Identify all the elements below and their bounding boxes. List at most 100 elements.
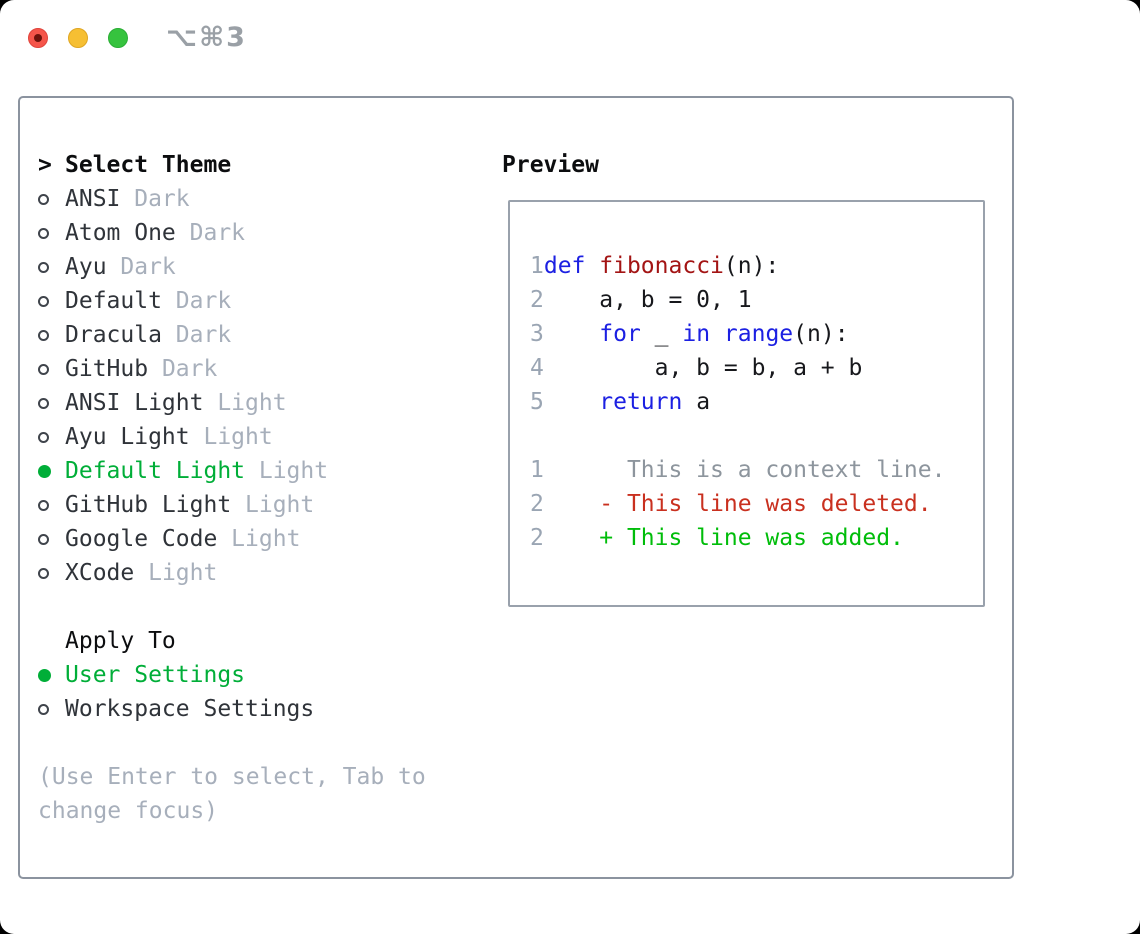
apply-to-option[interactable]: User Settings	[38, 658, 498, 692]
radio-circle	[38, 363, 49, 375]
keyboard-hint: (Use Enter to select, Tab to change focu…	[38, 764, 426, 824]
theme-list-item[interactable]: GitHub Dark	[38, 352, 498, 386]
line-number: 1	[530, 253, 544, 279]
theme-list-item[interactable]: Google Code Light	[38, 522, 498, 556]
traffic-lights	[28, 28, 128, 48]
blank-line	[530, 419, 983, 453]
theme-name: Atom One	[65, 220, 176, 246]
theme-list-item[interactable]: XCode Light	[38, 556, 498, 590]
radio-icon	[38, 703, 65, 715]
radio-icon	[38, 567, 65, 579]
apply-to-header-row: Apply To	[38, 624, 498, 658]
theme-name: Default	[65, 288, 162, 314]
theme-name: Default Light	[65, 458, 246, 484]
radio-circle	[38, 193, 49, 205]
diff-line: 2 + This line was added.	[530, 521, 983, 555]
line-number: 3	[530, 321, 544, 347]
theme-variant-tag: Light	[245, 458, 329, 484]
theme-list-item[interactable]: ANSI Dark	[38, 182, 498, 216]
code-token: for	[599, 321, 641, 347]
theme-list-item[interactable]: Default Light Light	[38, 454, 498, 488]
code-token: in	[682, 321, 711, 347]
titlebar: ⌥⌘3	[0, 0, 1140, 76]
code-token: return	[599, 389, 683, 415]
close-button[interactable]	[28, 28, 48, 48]
theme-name: Google Code	[65, 526, 218, 552]
zoom-button[interactable]	[108, 28, 128, 48]
select-theme-title: Select Theme	[65, 152, 232, 178]
theme-list-item[interactable]: Ayu Light Light	[38, 420, 498, 454]
theme-list-item[interactable]: GitHub Light Light	[38, 488, 498, 522]
theme-variant-tag: Light	[134, 560, 218, 586]
cursor-indicator: >	[38, 152, 52, 178]
diff-text: This is a context line.	[543, 457, 946, 483]
code-line: 1 def fibonacci(n):	[530, 249, 983, 283]
line-number: 2	[530, 491, 544, 517]
theme-list-item[interactable]: Default Dark	[38, 284, 498, 318]
theme-variant-tag: Dark	[106, 254, 176, 280]
radio-icon	[38, 533, 65, 545]
code-token	[544, 321, 599, 347]
radio-icon	[38, 295, 65, 307]
radio-circle	[38, 668, 51, 682]
radio-circle	[38, 397, 49, 409]
line-number: 5	[530, 389, 544, 415]
code-line: 4 a, b = b, a + b	[530, 351, 983, 385]
theme-list-item[interactable]: Dracula Dark	[38, 318, 498, 352]
theme-name: Ayu	[65, 254, 107, 280]
radio-circle	[38, 329, 49, 341]
spacer-row	[38, 726, 498, 760]
code-token: _	[640, 321, 683, 347]
minimize-button[interactable]	[68, 28, 88, 48]
radio-circle	[38, 295, 49, 307]
code-token: def	[543, 253, 586, 279]
radio-circle	[38, 567, 49, 579]
theme-name: GitHub Light	[65, 492, 232, 518]
diff-text: - This line was deleted.	[543, 491, 932, 517]
theme-variant-tag: Dark	[175, 220, 246, 246]
theme-variant-tag: Light	[217, 526, 301, 552]
theme-variant-tag: Dark	[148, 356, 218, 382]
preview-title: Preview	[502, 152, 599, 178]
code-token	[585, 253, 599, 279]
apply-to-title: Apply To	[65, 628, 176, 654]
radio-selected-icon	[38, 464, 65, 478]
radio-icon	[38, 227, 65, 239]
code-line: 3 for _ in range(n):	[530, 317, 983, 351]
line-number: 2	[530, 287, 544, 313]
code-token: a, b = 0, 1	[543, 287, 752, 313]
theme-name: Ayu Light	[65, 424, 190, 450]
select-theme-header-row: > Select Theme	[38, 148, 498, 182]
theme-list-item[interactable]: ANSI Light Light	[38, 386, 498, 420]
line-number: 2	[530, 525, 544, 551]
line-number: 1	[530, 457, 544, 483]
theme-name: Dracula	[65, 322, 162, 348]
theme-list-item[interactable]: Ayu Dark	[38, 250, 498, 284]
code-token: a, b = b, a + b	[543, 355, 863, 381]
radio-circle	[38, 431, 49, 443]
theme-name: ANSI Light	[65, 390, 204, 416]
code-token: (n):	[723, 253, 780, 279]
radio-icon	[38, 261, 65, 273]
radio-circle	[38, 464, 51, 478]
code-line: 2 a, b = 0, 1	[530, 283, 983, 317]
spacer-row	[38, 590, 498, 624]
radio-icon	[38, 193, 65, 205]
radio-circle	[38, 703, 49, 715]
theme-variant-tag: Light	[203, 390, 287, 416]
radio-circle	[38, 533, 49, 545]
radio-circle	[38, 499, 49, 511]
theme-variant-tag: Dark	[120, 186, 190, 212]
radio-selected-icon	[38, 668, 65, 682]
apply-to-option[interactable]: Workspace Settings	[38, 692, 498, 726]
code-token: a	[682, 389, 711, 415]
theme-variant-tag: Dark	[161, 288, 232, 314]
theme-name: ANSI	[65, 186, 121, 212]
theme-list-item[interactable]: Atom One Dark	[38, 216, 498, 250]
